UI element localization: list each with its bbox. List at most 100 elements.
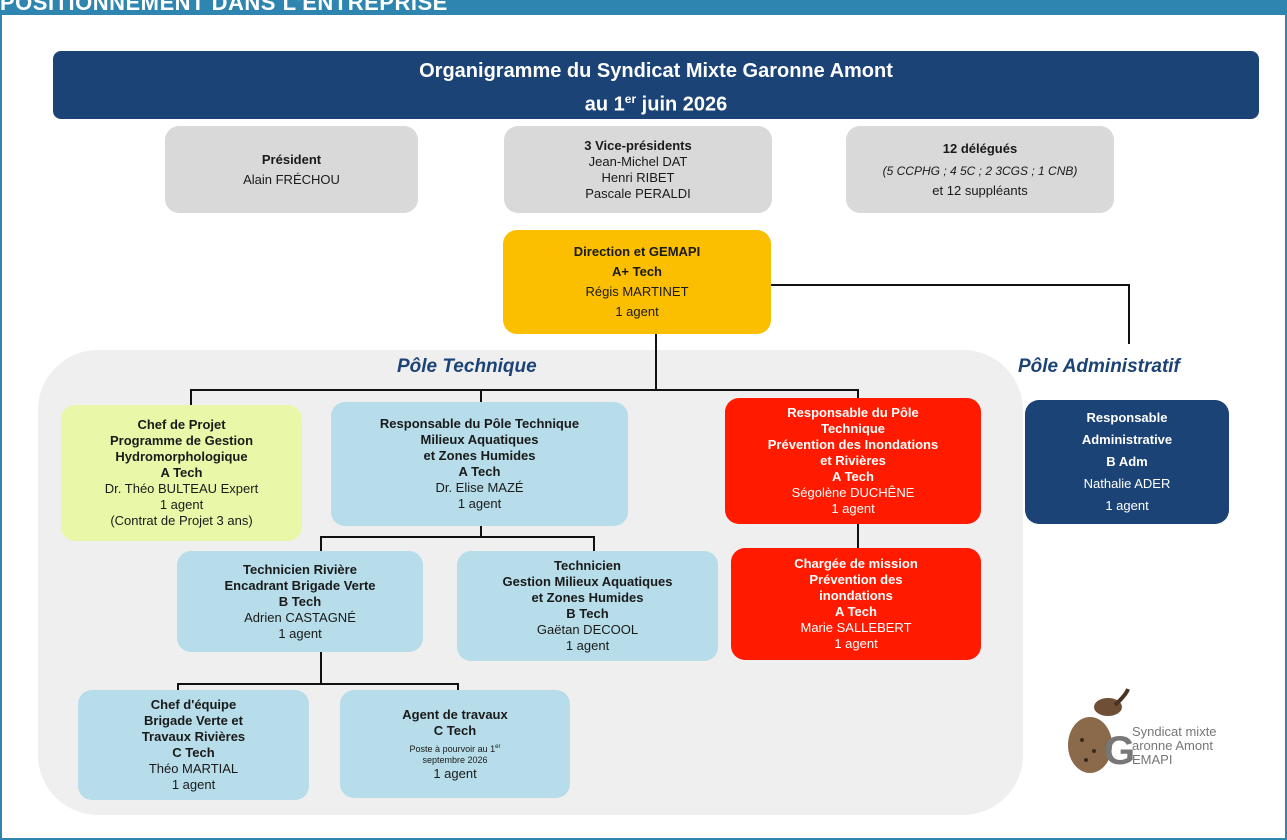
connector-line — [177, 683, 458, 685]
connector-line — [593, 536, 595, 552]
vice-name: Pascale PERALDI — [585, 185, 691, 201]
person-name: Ségolène DUCHÊNE — [791, 485, 915, 500]
direction-title: Direction et GEMAPI — [573, 244, 701, 259]
connector-line — [480, 389, 482, 403]
section-title: POSITIONNEMENT DANS L'ENTREPRISE — [0, 0, 448, 15]
person-name: Dr. Théo BULTEAU Expert — [104, 481, 259, 496]
direction-agents: 1 agent — [615, 304, 659, 319]
agent-count: 1 agent — [834, 636, 878, 651]
box-line: C Tech — [433, 722, 477, 738]
box-line: C Tech — [172, 745, 215, 760]
president-name: Alain FRÉCHOU — [243, 171, 340, 187]
box-line: Encadrant Brigade Verte — [224, 577, 376, 593]
otter-logo-icon — [1068, 688, 1130, 773]
post-note: Poste à pourvoir au 1er septembre 2026 — [409, 743, 501, 765]
box-line: et Rivières — [820, 453, 886, 468]
agent-count: 1 agent — [433, 765, 477, 781]
box-line: Milieux Aquatiques — [420, 432, 539, 447]
agent-count: 1 agent — [171, 777, 216, 792]
box-line: et Zones Humides — [423, 448, 536, 463]
box-line: Travaux Rivières — [141, 729, 246, 744]
pole-technique-title: Pôle Technique — [397, 356, 537, 377]
chef-equipe-box: Chef d'équipe Brigade Verte et Travaux R… — [78, 690, 309, 800]
title-line-2: au 1er juin 2026 — [584, 92, 728, 116]
box-line: et Zones Humides — [531, 590, 644, 605]
box-line: Chef de Projet — [137, 417, 226, 432]
connector-line — [655, 334, 657, 390]
contract-note: (Contrat de Projet 3 ans) — [110, 513, 253, 528]
box-line: A Tech — [458, 464, 501, 479]
delegues-title: 12 délégués — [942, 140, 1018, 156]
agent-count: 1 agent — [831, 501, 875, 516]
connector-line — [857, 522, 859, 550]
box-line: A Tech — [835, 604, 877, 619]
box-line: A Tech — [832, 469, 874, 484]
president-title: Président — [261, 151, 322, 167]
box-line: Brigade Verte et — [144, 713, 243, 728]
vice-presidents-box: 3 Vice-présidents Jean-Michel DAT Henri … — [504, 126, 772, 213]
logo-letter: G — [1104, 729, 1136, 773]
president-box: Président Alain FRÉCHOU — [165, 126, 418, 213]
box-line: Technicien Rivière — [243, 561, 357, 577]
resp-inondations-box: Responsable du Pôle Technique Prévention… — [725, 398, 981, 524]
box-line: Chef d'équipe — [150, 697, 237, 712]
box-line: Programme de Gestion — [109, 433, 254, 448]
logo-text: EMAPI — [1132, 752, 1173, 767]
box-line: B Tech — [278, 593, 322, 609]
logo-text: Syndicat mixte — [1132, 724, 1217, 739]
connector-line — [480, 525, 482, 537]
box-line: Technicien — [554, 558, 621, 573]
logo-text: aronne Amont — [1132, 738, 1213, 753]
technicien-gestion-box: Technicien Gestion Milieux Aquatiques et… — [457, 551, 718, 661]
connector-line — [320, 536, 594, 538]
connector-line — [857, 389, 859, 401]
agent-count: 1 agent — [278, 625, 322, 641]
box-line: Technique — [820, 421, 886, 436]
agent-count: 1 agent — [565, 638, 610, 653]
box-line: Agent de travaux — [402, 706, 508, 722]
direction-name: Régis MARTINET — [585, 284, 689, 299]
box-line: Chargée de mission — [794, 556, 918, 571]
vice-title: 3 Vice-présidents — [584, 137, 692, 153]
vice-name: Henri RIBET — [601, 169, 675, 185]
pole-administratif-title: Pôle Administratif — [1018, 356, 1180, 377]
connector-line — [320, 536, 322, 552]
direction-grade: A+ Tech — [612, 264, 662, 279]
connector-line — [190, 389, 858, 391]
person-name: Dr. Elise MAZÉ — [435, 480, 524, 495]
box-line: B Adm — [1106, 454, 1148, 469]
direction-box: Direction et GEMAPI A+ Tech Régis MARTIN… — [503, 230, 771, 334]
box-line: Administrative — [1081, 432, 1173, 447]
connector-line — [320, 651, 322, 684]
syndicat-logo: G Syndicat mixte aronne Amont EMAPI — [1060, 685, 1260, 785]
chef-projet-box: Chef de Projet Programme de Gestion Hydr… — [61, 405, 302, 541]
agent-travaux-box: Agent de travaux C Tech Poste à pourvoir… — [340, 690, 570, 798]
resp-pole-technique-box: Responsable du Pôle Technique Milieux Aq… — [331, 402, 628, 526]
connector-line — [457, 683, 459, 691]
section-header: POSITIONNEMENT DANS L'ENTREPRISE — [0, 0, 1287, 15]
chargee-mission-box: Chargée de mission Prévention des inonda… — [731, 548, 981, 660]
person-name: Gaëtan DECOOL — [536, 622, 639, 637]
box-line: Hydromorphologique — [115, 449, 248, 464]
connector-line — [190, 389, 192, 407]
box-line: Prévention des — [809, 572, 903, 587]
connector-line — [1128, 284, 1130, 344]
person-name: Nathalie ADER — [1083, 476, 1171, 491]
connector-line — [177, 683, 179, 691]
agent-count: 1 agent — [457, 496, 502, 511]
box-line: inondations — [819, 588, 893, 603]
agent-count: 1 agent — [1105, 498, 1149, 513]
delegues-box: 12 délégués (5 CCPHG ; 4 5C ; 2 3CGS ; 1… — [846, 126, 1114, 213]
box-line: Responsable du Pôle Technique — [379, 416, 580, 431]
delegues-detail: (5 CCPHG ; 4 5C ; 2 3CGS ; 1 CNB) — [882, 163, 1078, 178]
connector-line — [771, 284, 1129, 286]
chart-title-banner: Organigramme du Syndicat Mixte Garonne A… — [53, 51, 1259, 119]
box-line: Responsable — [1086, 410, 1168, 425]
person-name: Marie SALLEBERT — [800, 620, 912, 635]
box-line: A Tech — [160, 465, 203, 480]
agent-count: 1 agent — [159, 497, 204, 512]
box-line: Gestion Milieux Aquatiques — [502, 574, 673, 589]
vice-name: Jean-Michel DAT — [588, 153, 688, 169]
person-name: Adrien CASTAGNÉ — [244, 609, 356, 625]
technicien-riviere-box: Technicien Rivière Encadrant Brigade Ver… — [177, 551, 423, 652]
